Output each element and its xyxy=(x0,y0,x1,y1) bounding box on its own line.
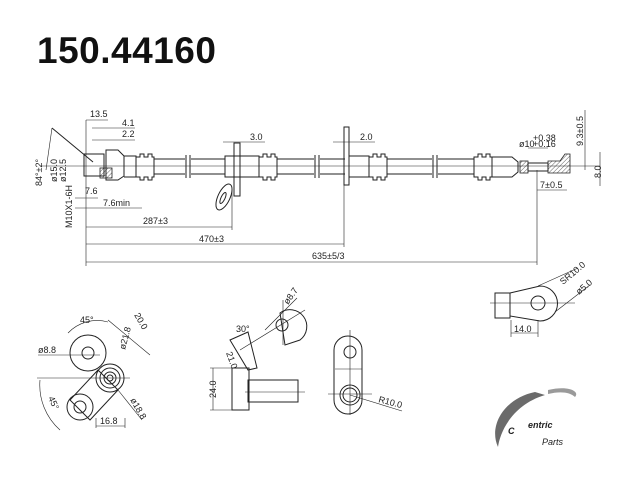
dim-21: 21.0 xyxy=(224,350,239,370)
dim-dia-10-tol-lower: +0.16 xyxy=(533,139,556,149)
dim-dia-8-7: ø8.7 xyxy=(281,286,300,306)
dim-635: 635±5/3 xyxy=(312,251,344,261)
dim-13-5: 13.5 xyxy=(90,109,108,119)
detail-bracket-top: 45° 20.0 ø21.8 ø8.8 45° 16.8 ø18.8 xyxy=(37,311,151,431)
dim-dia-5: ø5.0 xyxy=(574,277,594,296)
dim-7-6-min: 7.6min xyxy=(103,198,130,208)
dim-470: 470±3 xyxy=(199,234,224,244)
detail-eye-fitting: SR10.0 ø5.0 14.0 xyxy=(490,260,594,337)
dim-287: 287±3 xyxy=(143,216,168,226)
dim-20: 20.0 xyxy=(132,311,149,331)
dimension-lines xyxy=(75,110,601,266)
dim-2-0: 2.0 xyxy=(360,132,373,142)
dim-dia-10-tol-upper: +0.38 xyxy=(533,133,556,143)
dim-dia-15: ø15.0 xyxy=(49,159,59,182)
dim-9-3: 9.3±0.5 xyxy=(575,116,585,146)
dim-dia-18-8: ø18.8 xyxy=(128,396,148,421)
dim-dia-12-5: ø12.5 xyxy=(58,159,68,182)
dim-angle-84: 84°±2° xyxy=(34,158,44,186)
dim-dia-10: ø10 xyxy=(519,139,535,149)
dim-angle-45-top: 45° xyxy=(80,315,94,325)
detail-link-plate: R10.0 xyxy=(328,330,403,415)
dim-16-8: 16.8 xyxy=(100,416,118,426)
dim-7-6: 7.6 xyxy=(85,186,98,196)
dimension-labels: 13.5 4.1 2.2 84°±2° ø15.0 ø12.5 M10X1-6H… xyxy=(34,109,603,261)
detail-bracket-side: 24.0 21.0 30° ø8.7 xyxy=(208,286,308,411)
part-number-title: 150.44160 xyxy=(37,30,217,71)
dim-24: 24.0 xyxy=(208,380,218,398)
dim-thread: M10X1-6H xyxy=(64,185,74,228)
dim-angle-30: 30° xyxy=(236,324,250,334)
dim-8-0: 8.0 xyxy=(593,165,603,178)
dim-r10: R10.0 xyxy=(377,394,403,410)
dim-angle-45-bottom: 45° xyxy=(46,395,61,412)
dim-7: 7±0.5 xyxy=(540,180,562,190)
dim-3-0: 3.0 xyxy=(250,132,263,142)
dim-2-2: 2.2 xyxy=(122,129,135,139)
dim-dia-8-8: ø8.8 xyxy=(38,345,56,355)
hose-assembly xyxy=(40,126,600,211)
dim-14: 14.0 xyxy=(514,324,532,334)
dim-4-1: 4.1 xyxy=(122,118,135,128)
logo-letter-c: C xyxy=(508,426,515,436)
logo-sub: Parts xyxy=(542,437,564,447)
centric-parts-logo: C entric Parts xyxy=(495,388,577,447)
logo-brand: entric xyxy=(528,420,553,430)
